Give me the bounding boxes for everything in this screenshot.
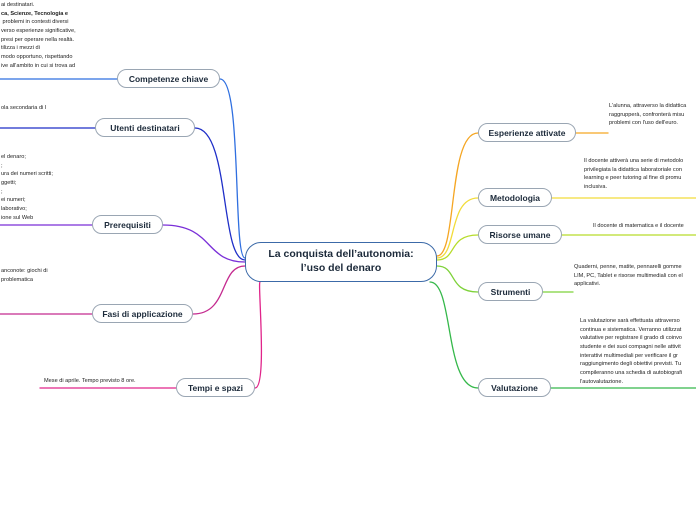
note-tempi-e-spazi: Mese di aprile. Tempo previsto 8 ore. xyxy=(44,378,136,384)
central-topic[interactable]: La conquista dell’autonomia: l’uso del d… xyxy=(245,242,437,282)
branch-label: Risorse umane xyxy=(489,229,551,240)
note-valutazione: La valutazione sarà effettuata attravers… xyxy=(580,318,682,385)
connector-line xyxy=(436,234,479,261)
connector-line xyxy=(436,265,479,293)
branch-label: Fasi di applicazione xyxy=(102,308,183,319)
branch-fasi-di-applicazione[interactable]: Fasi di applicazione xyxy=(92,304,193,323)
branch-label: Valutazione xyxy=(491,382,538,393)
connector-line xyxy=(194,127,246,261)
branch-label: Prerequisiti xyxy=(104,219,151,230)
branch-metodologia[interactable]: Metodologia xyxy=(478,188,552,207)
branch-label: Tempi e spazi xyxy=(187,382,244,393)
note-risorse-umane: Il docente di matematica e il docente xyxy=(593,223,684,229)
branch-esperienze-attivate[interactable]: Esperienze attivate xyxy=(478,123,576,142)
connector-line xyxy=(436,197,479,259)
branch-label: Esperienze attivate xyxy=(488,127,566,138)
connector-line xyxy=(219,78,246,259)
branch-prerequisiti[interactable]: Prerequisiti xyxy=(92,215,163,234)
connector-line xyxy=(162,224,246,263)
connector-line xyxy=(192,265,246,315)
connector-line xyxy=(429,281,479,389)
branch-label: Metodologia xyxy=(489,192,541,203)
branch-strumenti[interactable]: Strumenti xyxy=(478,282,543,301)
note-prerequisiti: el denaro;;ura dei numeri scritti;ggetti… xyxy=(1,154,53,221)
branch-tempi-e-spazi[interactable]: Tempi e spazi xyxy=(176,378,255,397)
branch-utenti-destinatari[interactable]: Utenti destinatari xyxy=(95,118,195,137)
branch-risorse-umane[interactable]: Risorse umane xyxy=(478,225,562,244)
branch-label: Utenti destinatari xyxy=(110,122,180,133)
connector-line xyxy=(254,281,263,389)
connector-line xyxy=(436,132,479,257)
branch-label: Competenze chiave xyxy=(128,73,209,84)
note-strumenti: Quaderni, penne, matite, pennarelli gomm… xyxy=(574,264,683,288)
note-competenze-chiave: ai destinatari.ca, Scienze, Tecnologia e… xyxy=(1,2,76,69)
branch-label: Strumenti xyxy=(490,286,531,297)
note-utenti-destinatari: ola secondaria di I xyxy=(1,105,47,111)
note-metodologia: Il docente attiverà una serie di metodol… xyxy=(584,158,684,190)
branch-valutazione[interactable]: Valutazione xyxy=(478,378,551,397)
branch-competenze-chiave[interactable]: Competenze chiave xyxy=(117,69,220,88)
